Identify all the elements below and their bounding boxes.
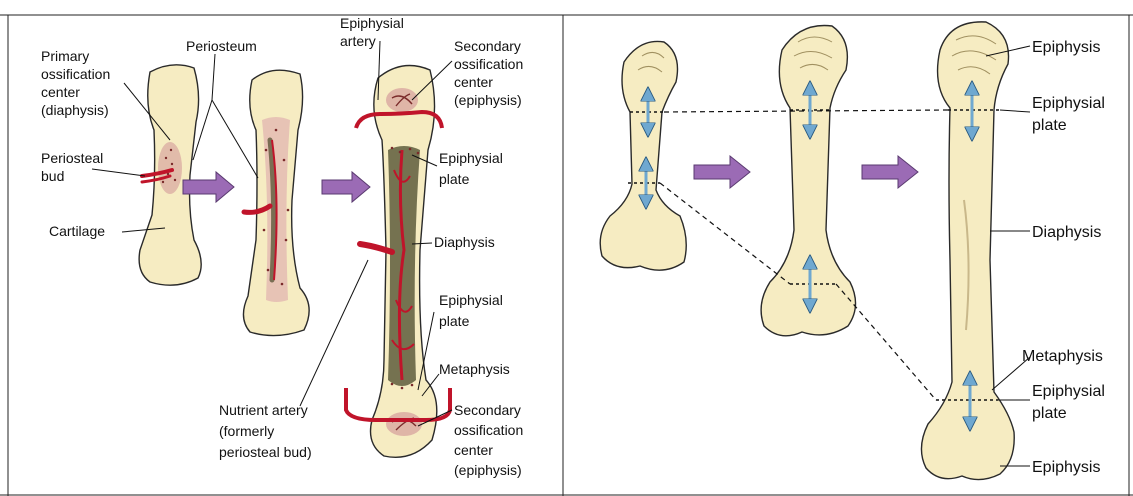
mature-bone	[346, 66, 450, 458]
label-periosteum: Periosteum	[186, 38, 257, 54]
label-epiphysial-plate-top: Epiphysial plate	[439, 150, 507, 187]
label-epiphysial-plate-bottom: Epiphysial plate	[1032, 383, 1109, 422]
right-labels: Epiphysis Epiphysial plate Diaphysis Met…	[1022, 39, 1109, 476]
label-epiphysial-artery: Epiphysial artery	[340, 15, 408, 49]
label-epiphysis-bottom: Epiphysis	[1032, 459, 1100, 476]
label-primary-ossification-center: Primary ossification center (diaphysis)	[41, 48, 114, 118]
left-panel: Primary ossification center (diaphysis) …	[41, 15, 527, 478]
flow-arrow	[862, 156, 918, 188]
label-secondary-ossification-center-bottom: Secondary ossification center (epiphysis…	[454, 402, 527, 478]
cartilage-model-bone	[139, 65, 201, 285]
growing-bone	[761, 26, 855, 336]
label-diaphysis: Diaphysis	[1032, 224, 1101, 241]
ossifying-bone	[243, 70, 309, 335]
short-bone	[600, 41, 686, 270]
label-periosteal-bud: Periosteal bud	[41, 150, 107, 184]
label-diaphysis: Diaphysis	[434, 234, 495, 250]
flow-arrow	[322, 172, 370, 202]
label-epiphysial-plate-top: Epiphysial plate	[1032, 95, 1109, 134]
label-secondary-ossification-center-top: Secondary ossification center (epiphysis…	[454, 38, 527, 108]
flow-arrow	[183, 172, 234, 202]
label-metaphysis: Metaphysis	[1022, 348, 1103, 365]
label-cartilage: Cartilage	[49, 223, 105, 239]
label-nutrient-artery: Nutrient artery (formerly periosteal bud…	[219, 402, 312, 460]
label-epiphysial-plate-bottom: Epiphysial plate	[439, 292, 507, 329]
flow-arrow	[694, 156, 750, 188]
adult-bone	[921, 22, 1014, 480]
label-metaphysis: Metaphysis	[439, 361, 510, 377]
right-panel: Epiphysis Epiphysial plate Diaphysis Met…	[600, 22, 1109, 480]
label-epiphysis-top: Epiphysis	[1032, 39, 1100, 56]
